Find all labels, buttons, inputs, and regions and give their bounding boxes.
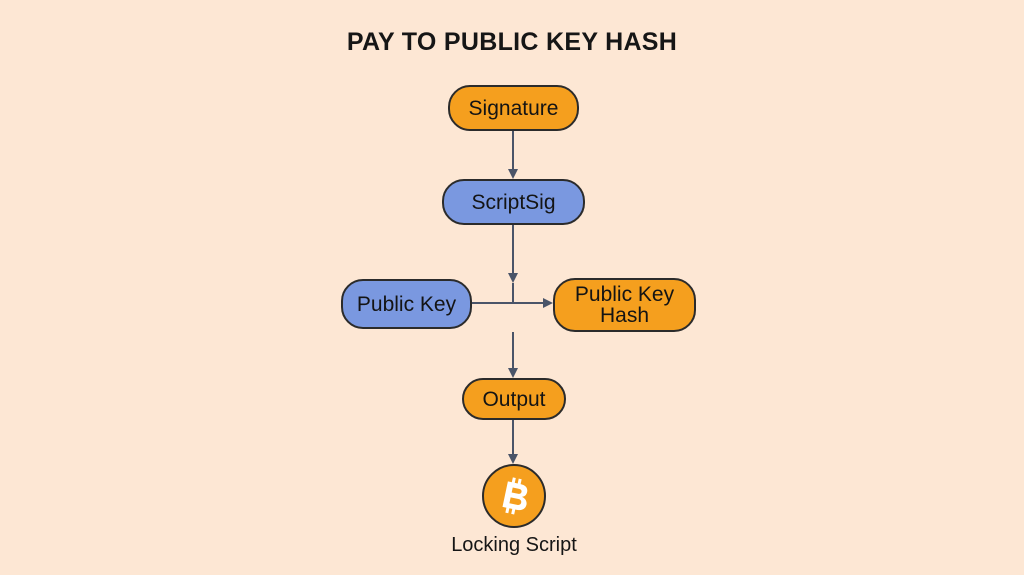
locking-script-label: Locking Script (451, 534, 577, 556)
public-key-node: Public Key (341, 279, 472, 329)
scriptsig-node: ScriptSig (442, 179, 585, 225)
bitcoin-icon (482, 464, 546, 528)
public-key-hash-node: Public Key Hash (553, 278, 696, 332)
output-node: Output (462, 378, 566, 420)
signature-node: Signature (448, 85, 579, 131)
diagram-title: PAY TO PUBLIC KEY HASH (346, 28, 678, 56)
